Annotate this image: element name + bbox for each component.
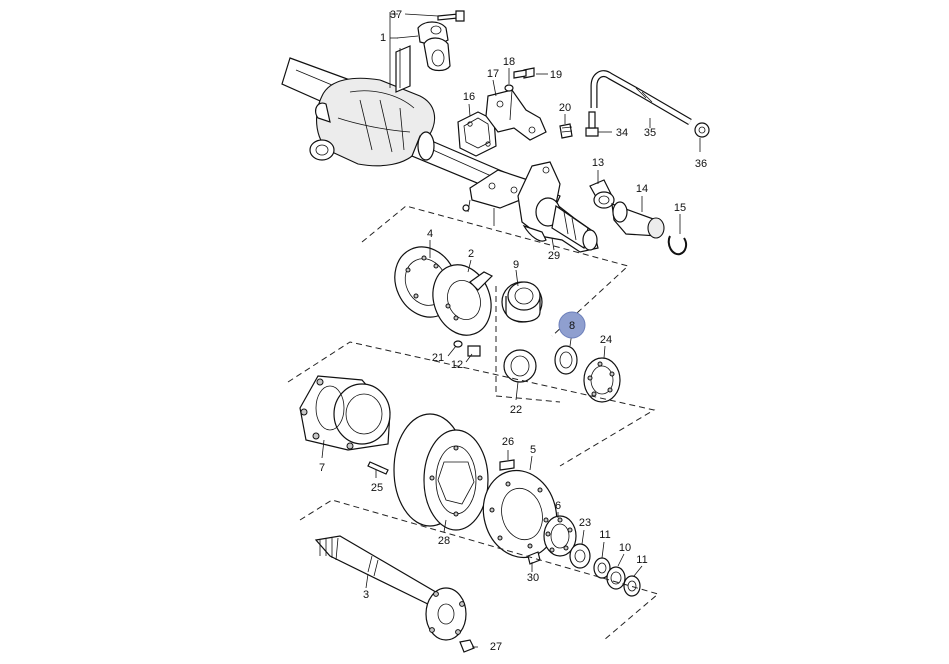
wheel-stud: [367, 461, 389, 475]
callout-36: 36: [695, 158, 707, 170]
seal-ring: [503, 349, 537, 383]
callout-25: 25: [371, 482, 383, 494]
callout-7: 7: [319, 462, 325, 474]
retaining-ring-8: [554, 345, 578, 375]
spacer-ring-inner: [574, 549, 586, 563]
callout-9: 9: [513, 259, 519, 271]
callout-24: 24: [600, 334, 612, 346]
leader-lines: [321, 13, 701, 648]
callout-16: 16: [463, 91, 475, 103]
axle-housing: [281, 45, 561, 226]
callout-37: 37: [390, 9, 402, 21]
washer-21: [453, 340, 463, 348]
adjuster-assembly: [589, 179, 688, 256]
nut-27: [459, 639, 475, 653]
callout-29: 29: [548, 250, 560, 262]
brake-line-assembly: [585, 70, 710, 138]
callout-34: 34: [616, 127, 628, 139]
group-outline-shaft: [299, 499, 660, 641]
callout-4: 4: [427, 228, 433, 240]
group-outline-brake: [361, 205, 630, 337]
callout-13: 13: [592, 157, 604, 169]
brake-mount-parts: [457, 67, 573, 157]
callout-11-lower: 11: [636, 554, 647, 566]
callout-11-upper: 11: [599, 529, 610, 541]
callout-28: 28: [438, 535, 450, 547]
callout-5: 5: [530, 444, 536, 456]
callout-18: 18: [503, 56, 515, 68]
callout-1: 1: [380, 32, 386, 44]
callout-14: 14: [636, 183, 648, 195]
callout-23: 23: [579, 517, 591, 529]
callout-21: 21: [432, 352, 444, 364]
callout-8[interactable]: 8: [569, 320, 575, 332]
top-clamp-assembly: [389, 10, 465, 88]
spindle-assembly: [517, 161, 599, 253]
callout-26: 26: [502, 436, 514, 448]
callout-17: 17: [487, 68, 499, 80]
callout-20: 20: [559, 102, 571, 114]
callout-8-highlight: [558, 311, 586, 339]
group-outline-bearing: [495, 286, 561, 403]
callout-35: 35: [644, 127, 656, 139]
callout-10: 10: [619, 542, 631, 554]
callout-12: 12: [451, 359, 463, 371]
bolt-12: [467, 345, 481, 357]
callout-labels: 37 1 18 17 19 16 20 34 35 36 13 14 15 29…: [319, 9, 707, 653]
callout-19: 19: [550, 69, 562, 81]
dust-shield: [432, 264, 494, 336]
group-outline-hub: [287, 341, 656, 467]
wheel-hub: [299, 375, 391, 451]
wheel-bearing: [583, 357, 621, 403]
axle-shaft: [314, 535, 467, 641]
spacer-ring: [569, 543, 591, 569]
bolt-26: [499, 459, 515, 471]
circlips: [593, 557, 641, 597]
callout-3: 3: [363, 589, 369, 601]
bearing-housing: [501, 281, 543, 323]
callout-15: 15: [674, 202, 686, 214]
callout-2: 2: [468, 248, 474, 260]
callout-22: 22: [510, 404, 522, 416]
callout-30: 30: [527, 572, 539, 584]
brake-disc: [482, 469, 558, 559]
callout-27: 27: [490, 641, 502, 653]
brake-drum: [393, 413, 489, 531]
outer-bearing: [543, 515, 577, 557]
callout-6: 6: [555, 500, 561, 512]
